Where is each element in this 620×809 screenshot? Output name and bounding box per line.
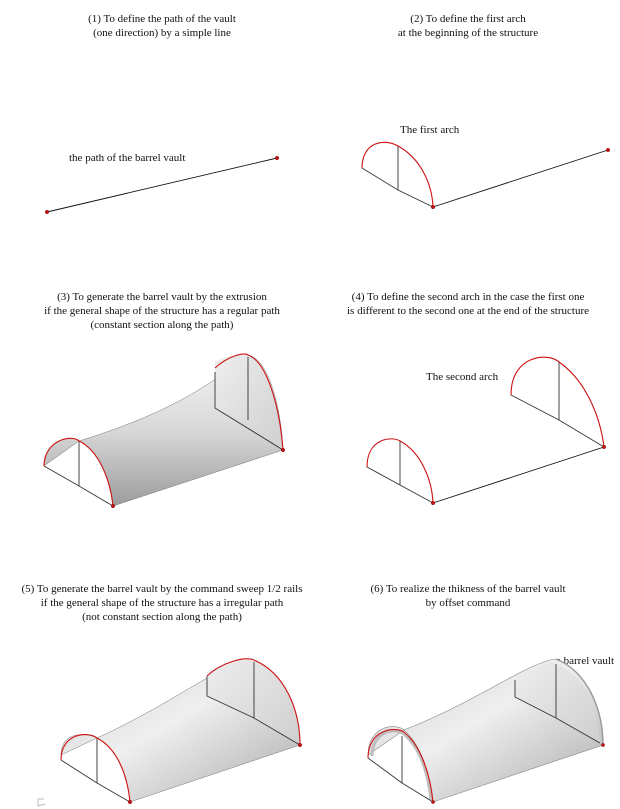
path-label: the path of the barrel vault [69,152,186,164]
caption-line: (not constant section along the path) [82,611,242,623]
step-5-caption: (5) To generate the barrel vault by the … [12,582,312,624]
caption-line: at the beginning of the structure [397,27,539,39]
corner-point [110,504,115,509]
vault-end-face [207,659,300,745]
corner-point [281,448,286,453]
corner-point [431,800,435,804]
vault-thickness-edge [370,729,433,801]
end-section-lines [206,676,301,746]
first-arch-label: The first arch [400,124,460,136]
corner-point [601,743,605,747]
axis-icon [37,798,46,807]
caption-line: (1) To define the path of the vault [88,13,236,25]
end-section-lines [514,680,601,744]
caption-line: (constant section along the path) [90,319,234,331]
corner-point [431,501,436,506]
fig2-first-arch [361,141,611,209]
start-arch-curve [60,734,131,803]
step-1-caption: (1) To define the path of the vault (one… [12,12,312,40]
path-line [432,446,605,504]
end-arch-curve [214,353,284,451]
corner-point [127,800,132,805]
end-section-lines [214,372,284,451]
caption-line: is different to the second one at the en… [346,305,590,317]
caption-line: (6) To realize the thikness of the barre… [370,583,566,595]
fig3-extruded-vault [43,353,286,509]
second-arch-base [510,394,605,448]
caption-line: (one direction) by a simple line [93,27,231,39]
caption-line: (3) To generate the barrel vault by the … [57,291,267,303]
path-start-point [45,209,50,214]
caption-line: (4) To define the second arch in the cas… [351,291,585,303]
step-2-caption: (2) To define the first arch at the begi… [318,12,618,40]
start-base-line [43,465,114,507]
caption-line: (5) To generate the barrel vault by the … [21,583,303,595]
corner-point [298,743,303,748]
path-end-point [275,155,280,160]
caption-line: if the general shape of the structure ha… [44,305,280,317]
path-line [432,149,609,208]
start-arch-curve [43,437,114,507]
caption-line: (2) To define the first arch [410,13,526,25]
start-base-line [60,759,131,803]
fig4-second-arch [366,356,607,506]
fig1-path [45,155,280,214]
step-6-caption: (6) To realize the thikness of the barre… [318,582,618,610]
first-arch-curve [366,438,434,504]
caption-line: by offset command [425,597,511,609]
step-3-caption: (3) To generate the barrel vault by the … [12,290,312,332]
second-arch-label: The second arch [426,371,499,383]
second-arch-curve [510,356,605,448]
corner-point [602,445,607,450]
path-line [46,157,278,213]
arch-point [431,204,436,209]
fig6-offset-vault [367,658,605,804]
arch-base-line [361,167,434,208]
first-arch-curve [361,141,434,208]
start-arch-curve [367,729,434,803]
fig5-sweep-vault [60,658,303,805]
step-4-caption: (4) To define the second arch in the cas… [318,290,618,318]
vault-end-face [215,354,283,450]
end-arch-curve [206,658,301,746]
vault-end-face [515,663,600,743]
path-end-point [606,147,611,152]
caption-line: if the general shape of the structure ha… [40,597,284,609]
barrel-vault-label: a barrel vault [556,655,615,667]
end-outer-edge [555,658,604,746]
